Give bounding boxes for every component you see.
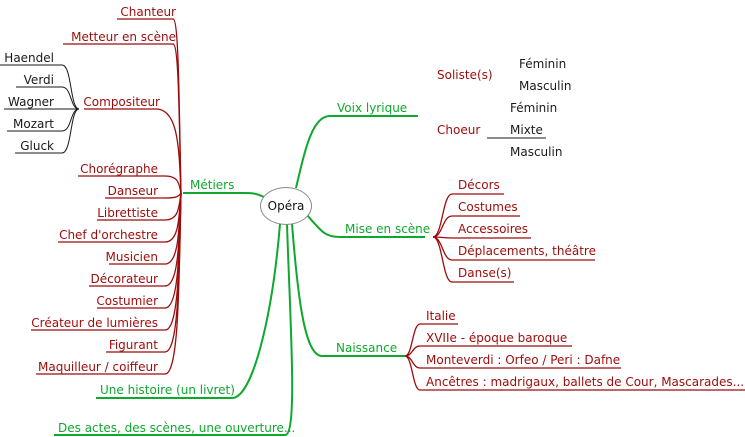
root-label: Opéra xyxy=(267,199,305,213)
compositeur-item[interactable]: Verdi xyxy=(23,73,54,87)
branch-voix-lyrique[interactable]: Voix lyrique xyxy=(337,101,408,115)
connector-metier-item xyxy=(78,175,182,194)
choeur-item[interactable]: Masculin xyxy=(510,145,563,159)
connector-metiers xyxy=(183,191,269,200)
branch-metiers[interactable]: Métiers xyxy=(190,178,235,192)
metier-item[interactable]: Musicien xyxy=(105,250,158,264)
root-node-opera[interactable]: Opéra xyxy=(260,187,312,225)
mise-en-scene-item[interactable]: Costumes xyxy=(458,200,518,214)
compositeur-item[interactable]: Haendel xyxy=(4,51,54,65)
metier-item[interactable]: Metteur en scène xyxy=(71,30,176,44)
mise-en-scene-item[interactable]: Accessoires xyxy=(458,222,529,236)
branch-mise-en-scene[interactable]: Mise en scène xyxy=(345,222,431,236)
metier-item-compositeur[interactable]: Compositeur xyxy=(83,95,160,109)
soliste-item[interactable]: Masculin xyxy=(519,79,572,93)
1.3 xyxy=(418,82,500,116)
connector-naissance-item xyxy=(404,323,458,357)
metier-item[interactable]: Chef d'orchestre xyxy=(59,228,158,242)
connector-compositeur-item xyxy=(15,108,80,154)
naissance-item[interactable]: Monteverdi : Orfeo / Peri : Dafne xyxy=(426,353,621,367)
connector-actes xyxy=(54,223,294,436)
connector-mise-en-scene-item xyxy=(432,236,531,239)
naissance-item[interactable]: Italie xyxy=(426,309,456,323)
connector-naissance-item xyxy=(404,345,572,357)
compositeur-item[interactable]: Mozart xyxy=(13,117,54,131)
mise-en-scene-item[interactable]: Décors xyxy=(458,178,500,192)
connector-naissance xyxy=(291,223,405,357)
connector-mise-en-scene-item xyxy=(432,215,520,238)
metier-item[interactable]: Librettiste xyxy=(97,206,158,220)
metier-item[interactable]: Chorégraphe xyxy=(80,162,158,176)
connector-compositeur-item xyxy=(0,64,80,110)
branch-naissance[interactable]: Naissance xyxy=(336,341,398,355)
compositeur-item[interactable]: Gluck xyxy=(20,139,54,153)
connector-metier-item xyxy=(36,192,182,375)
connector-mise-en-scene xyxy=(306,214,425,238)
soliste-item[interactable]: Féminin xyxy=(519,57,567,71)
metier-item[interactable]: Chanteur xyxy=(120,5,176,19)
mise-en-scene-item[interactable]: Danse(s) xyxy=(458,266,512,280)
metier-item[interactable]: Figurant xyxy=(108,338,158,352)
metier-item[interactable]: Costumier xyxy=(96,294,158,308)
metier-item[interactable]: Maquilleur / coiffeur xyxy=(38,360,158,374)
connector-compositeur-item xyxy=(16,86,80,110)
metier-item[interactable]: Danseur xyxy=(107,184,158,198)
connector-mise-en-scene-item xyxy=(432,193,504,238)
connector-naissance-item xyxy=(404,355,745,391)
connector-voix xyxy=(295,115,418,189)
voix-choeur[interactable]: Choeur xyxy=(437,123,481,137)
connector-mise-en-scene-item xyxy=(432,236,514,283)
voix-soliste[interactable]: Soliste(s) xyxy=(437,68,493,82)
branch-histoire[interactable]: Une histoire (un livret) xyxy=(100,383,235,397)
choeur-item[interactable]: Mixte xyxy=(510,123,543,137)
connector-metier-item xyxy=(63,43,182,194)
mise-en-scene-item[interactable]: Déplacements, théâtre xyxy=(458,244,596,258)
choeur-item[interactable]: Féminin xyxy=(510,101,558,115)
metier-item[interactable]: Décorateur xyxy=(90,272,158,286)
connector-metier-item xyxy=(84,108,182,194)
connector-histoire xyxy=(96,223,281,399)
metier-item[interactable]: Créateur de lumières xyxy=(31,316,158,330)
naissance-item[interactable]: XVIIe - époque baroque xyxy=(426,331,568,345)
naissance-item[interactable]: Ancêtres : madrigaux, ballets de Cour, M… xyxy=(426,375,745,389)
compositeur-item[interactable]: Wagner xyxy=(8,95,54,109)
branch-actes[interactable]: Des actes, des scènes, une ouverture... xyxy=(58,421,296,435)
